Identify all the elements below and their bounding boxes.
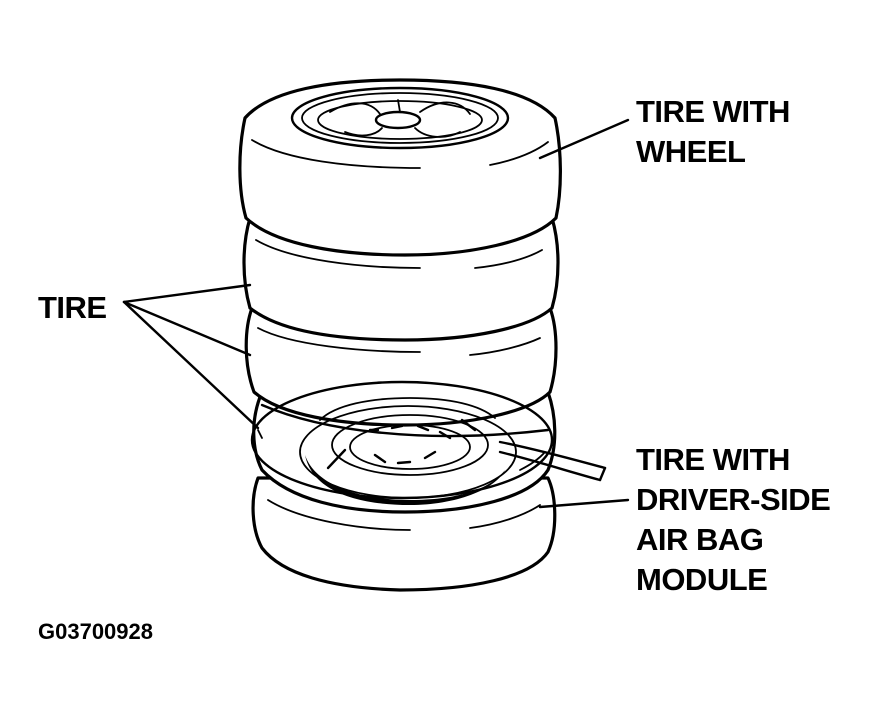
label-tire-with-airbag-line2: DRIVER-SIDE (636, 482, 830, 517)
label-tire-with-airbag-line1: TIRE WITH (636, 442, 790, 477)
leader-tire-2 (122, 300, 252, 357)
second-tire (244, 306, 558, 427)
top-tire-with-wheel (238, 78, 562, 257)
third-tire (252, 390, 557, 514)
label-tire-with-airbag-line4: MODULE (636, 562, 767, 597)
figure-id: G03700928 (38, 619, 153, 644)
leader-tire-with-airbag (538, 498, 630, 509)
leader-lines (122, 118, 630, 509)
label-tire: TIRE (38, 290, 107, 325)
airbag-module (250, 380, 607, 505)
label-tire-with-wheel-line2: WHEEL (636, 134, 745, 169)
label-tire-with-airbag-line3: AIR BAG (636, 522, 763, 557)
leader-tire-3 (122, 300, 260, 430)
leader-tire-1 (122, 283, 252, 304)
label-tire-with-wheel-line1: TIRE WITH (636, 94, 790, 129)
leader-tire-with-wheel (538, 118, 630, 160)
